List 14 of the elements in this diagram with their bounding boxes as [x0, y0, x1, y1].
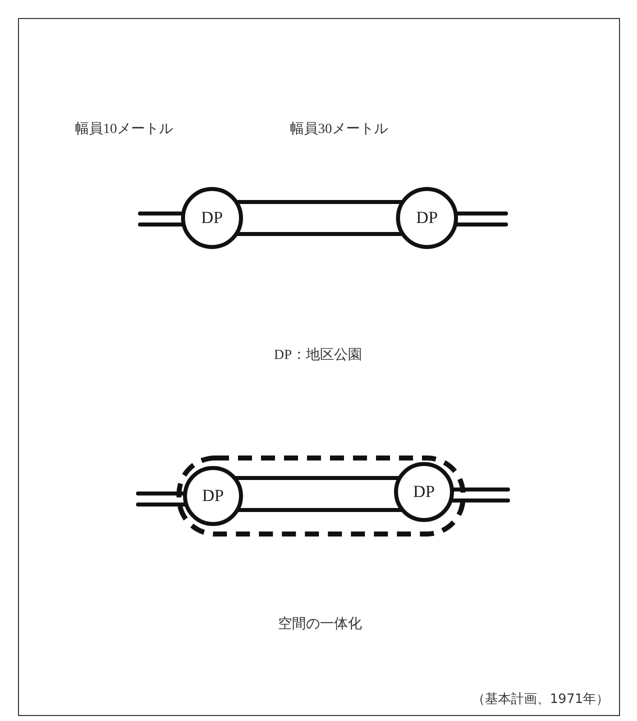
dashed-outline — [176, 455, 466, 537]
text-label: DP：地区公園 — [274, 346, 362, 364]
park-circle: DP — [183, 466, 243, 526]
text-label: 幅員10メートル — [75, 120, 173, 138]
road-lines — [234, 476, 404, 512]
text-label: 空間の一体化 — [278, 615, 362, 633]
park-circle: DP — [394, 462, 454, 522]
road-lines — [450, 488, 510, 502]
park-circle: DP — [396, 187, 458, 249]
road-lines — [235, 200, 404, 236]
text-label: 幅員30メートル — [290, 120, 388, 138]
road-lines — [136, 492, 188, 506]
park-circle: DP — [181, 187, 243, 249]
source-caption: （基本計画、1971年） — [472, 691, 609, 708]
